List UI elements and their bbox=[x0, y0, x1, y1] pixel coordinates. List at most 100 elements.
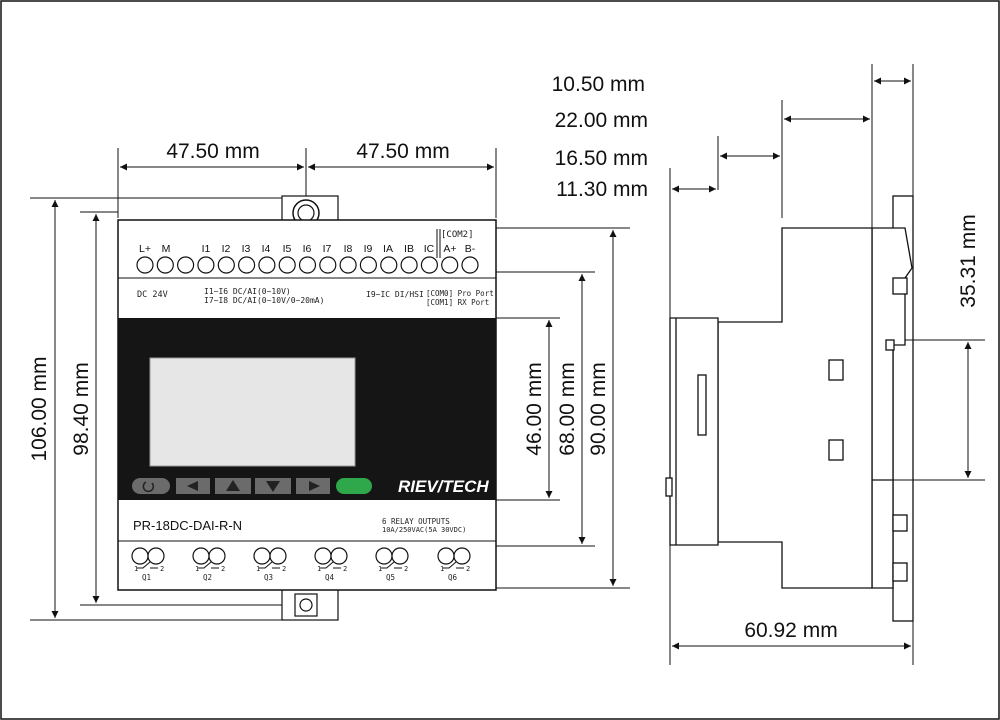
dim-label-90: 90.00 mm bbox=[587, 362, 610, 455]
terminal-screw bbox=[400, 256, 418, 274]
com-note-2: [COM1] RX Port bbox=[426, 298, 489, 307]
output-right-pin: 2 bbox=[404, 565, 408, 573]
terminal-label: I3 bbox=[242, 243, 251, 255]
ok-key[interactable] bbox=[336, 478, 372, 494]
arrow-left-icon bbox=[187, 481, 198, 491]
terminal-label: I9 bbox=[364, 243, 373, 255]
power-label: DC 24V bbox=[137, 290, 168, 300]
terminal-label: I4 bbox=[262, 243, 271, 255]
arrow-right-icon bbox=[309, 481, 320, 491]
output-q2: 1 2 Q2 bbox=[192, 547, 226, 582]
input-note-1: I1~I6 DC/AI(0~10V) bbox=[204, 287, 291, 296]
terminal-label: I5 bbox=[283, 243, 292, 255]
bezel-tab bbox=[665, 477, 673, 497]
dim-label-106: 106.00 mm bbox=[28, 356, 51, 461]
output-label: Q1 bbox=[142, 573, 151, 582]
terminal-label: IC bbox=[424, 243, 435, 255]
dim-label-top-left: 47.50 mm bbox=[166, 140, 259, 163]
terminal-screw bbox=[258, 256, 276, 274]
terminal-screw bbox=[278, 256, 296, 274]
terminal-label: I1 bbox=[202, 243, 211, 255]
output-right-pin: 2 bbox=[282, 565, 286, 573]
terminal-screw bbox=[298, 256, 317, 274]
terminal-screw bbox=[136, 256, 154, 274]
dim-label-top-right: 47.50 mm bbox=[356, 140, 449, 163]
dim-label-35-31: 35.31 mm bbox=[957, 214, 980, 307]
terminal-screw bbox=[238, 256, 256, 274]
com-note-1: [COM0] Pro Port bbox=[426, 289, 494, 298]
output-q4: 1 2 Q4 bbox=[314, 547, 348, 582]
output-right-pin: 2 bbox=[466, 565, 470, 573]
arrow-down-icon bbox=[266, 481, 280, 492]
output-label: Q6 bbox=[448, 573, 458, 582]
terminal-label: I7 bbox=[323, 243, 332, 255]
dim-label-11-30: 11.30 mm bbox=[556, 178, 648, 201]
front-dimensions bbox=[30, 148, 630, 621]
mounting-base bbox=[871, 227, 913, 589]
esc-key[interactable] bbox=[132, 478, 170, 494]
terminal-label: IB bbox=[404, 243, 414, 255]
output-q3: 1 2 Q3 bbox=[253, 547, 287, 582]
side-view bbox=[665, 195, 914, 622]
terminal-label: L+ bbox=[139, 243, 151, 255]
output-label: Q2 bbox=[203, 573, 212, 582]
terminal-label: IA bbox=[383, 243, 393, 255]
dim-label-60-92: 60.92 mm bbox=[744, 619, 837, 642]
top-clip-screw-inner bbox=[297, 204, 315, 222]
output-label: Q3 bbox=[264, 573, 273, 582]
keypad bbox=[132, 478, 372, 494]
output-q6: 1 2 Q6 bbox=[437, 547, 471, 582]
model-label: PR-18DC-DAI-R-N bbox=[133, 518, 242, 533]
dim-label-68: 68.00 mm bbox=[556, 362, 579, 455]
front-bezel bbox=[669, 317, 719, 546]
base-slot bbox=[892, 277, 908, 295]
output-left-pin: 1 bbox=[256, 565, 260, 573]
terminal-screw bbox=[339, 256, 357, 274]
terminal-label: B- bbox=[465, 243, 476, 255]
output-right-pin: 2 bbox=[160, 565, 164, 573]
output-left-pin: 1 bbox=[134, 565, 138, 573]
bezel-notch bbox=[697, 374, 707, 436]
relay-note-1: 6 RELAY OUTPUTS bbox=[382, 517, 450, 526]
terminal-label: I6 bbox=[303, 243, 312, 255]
top-terminal-screws bbox=[136, 256, 479, 274]
dim-label-46: 46.00 mm bbox=[523, 362, 546, 455]
output-label: Q4 bbox=[325, 573, 335, 582]
terminal-screw bbox=[380, 256, 398, 274]
side-dimensions bbox=[669, 64, 985, 665]
output-terminal-block: 1 2 Q1 1 2 Q2 1 2 Q3 bbox=[131, 547, 471, 582]
output-left-pin: 1 bbox=[195, 565, 199, 573]
terminal-screw bbox=[461, 256, 479, 274]
terminal-screw bbox=[156, 256, 174, 274]
input-note-2: I7~I8 DC/AI(0~10V/0~20mA) bbox=[204, 296, 324, 305]
terminal-label: I8 bbox=[344, 243, 353, 255]
terminal-label: I2 bbox=[222, 243, 231, 255]
terminal-screw bbox=[319, 256, 337, 274]
front-view: L+ M I1 I2 I3 I4 I5 I6 I7 I8 I9 IA IB IC… bbox=[117, 195, 497, 621]
side-slot bbox=[828, 439, 844, 461]
output-left-pin: 1 bbox=[378, 565, 382, 573]
terminal-screw bbox=[420, 256, 438, 274]
terminal-screw bbox=[177, 256, 195, 274]
terminal-screw bbox=[197, 256, 215, 274]
output-label: Q5 bbox=[386, 573, 395, 582]
relay-note-2: 10A/250VAC(5A 30VDC) bbox=[382, 526, 466, 534]
terminal-screw bbox=[441, 256, 459, 274]
output-q1: 1 2 Q1 bbox=[131, 547, 165, 582]
dim-label-16-50: 16.50 mm bbox=[555, 147, 648, 170]
base-clip bbox=[885, 339, 895, 351]
output-left-pin: 1 bbox=[317, 565, 321, 573]
side-slot bbox=[828, 359, 844, 381]
com2-label: [COM2] bbox=[441, 230, 474, 240]
input-note-3: I9~IC DI/HSI bbox=[366, 290, 424, 299]
base-slot bbox=[892, 562, 908, 582]
top-terminal-block: L+ M I1 I2 I3 I4 I5 I6 I7 I8 I9 IA IB IC… bbox=[136, 229, 494, 307]
base-slot bbox=[892, 514, 908, 532]
output-q5: 1 2 Q5 bbox=[375, 547, 409, 582]
output-right-pin: 2 bbox=[221, 565, 225, 573]
terminal-label: M bbox=[162, 243, 171, 255]
dim-label-98-40: 98.40 mm bbox=[70, 362, 93, 455]
dim-label-10-50: 10.50 mm bbox=[552, 73, 645, 96]
